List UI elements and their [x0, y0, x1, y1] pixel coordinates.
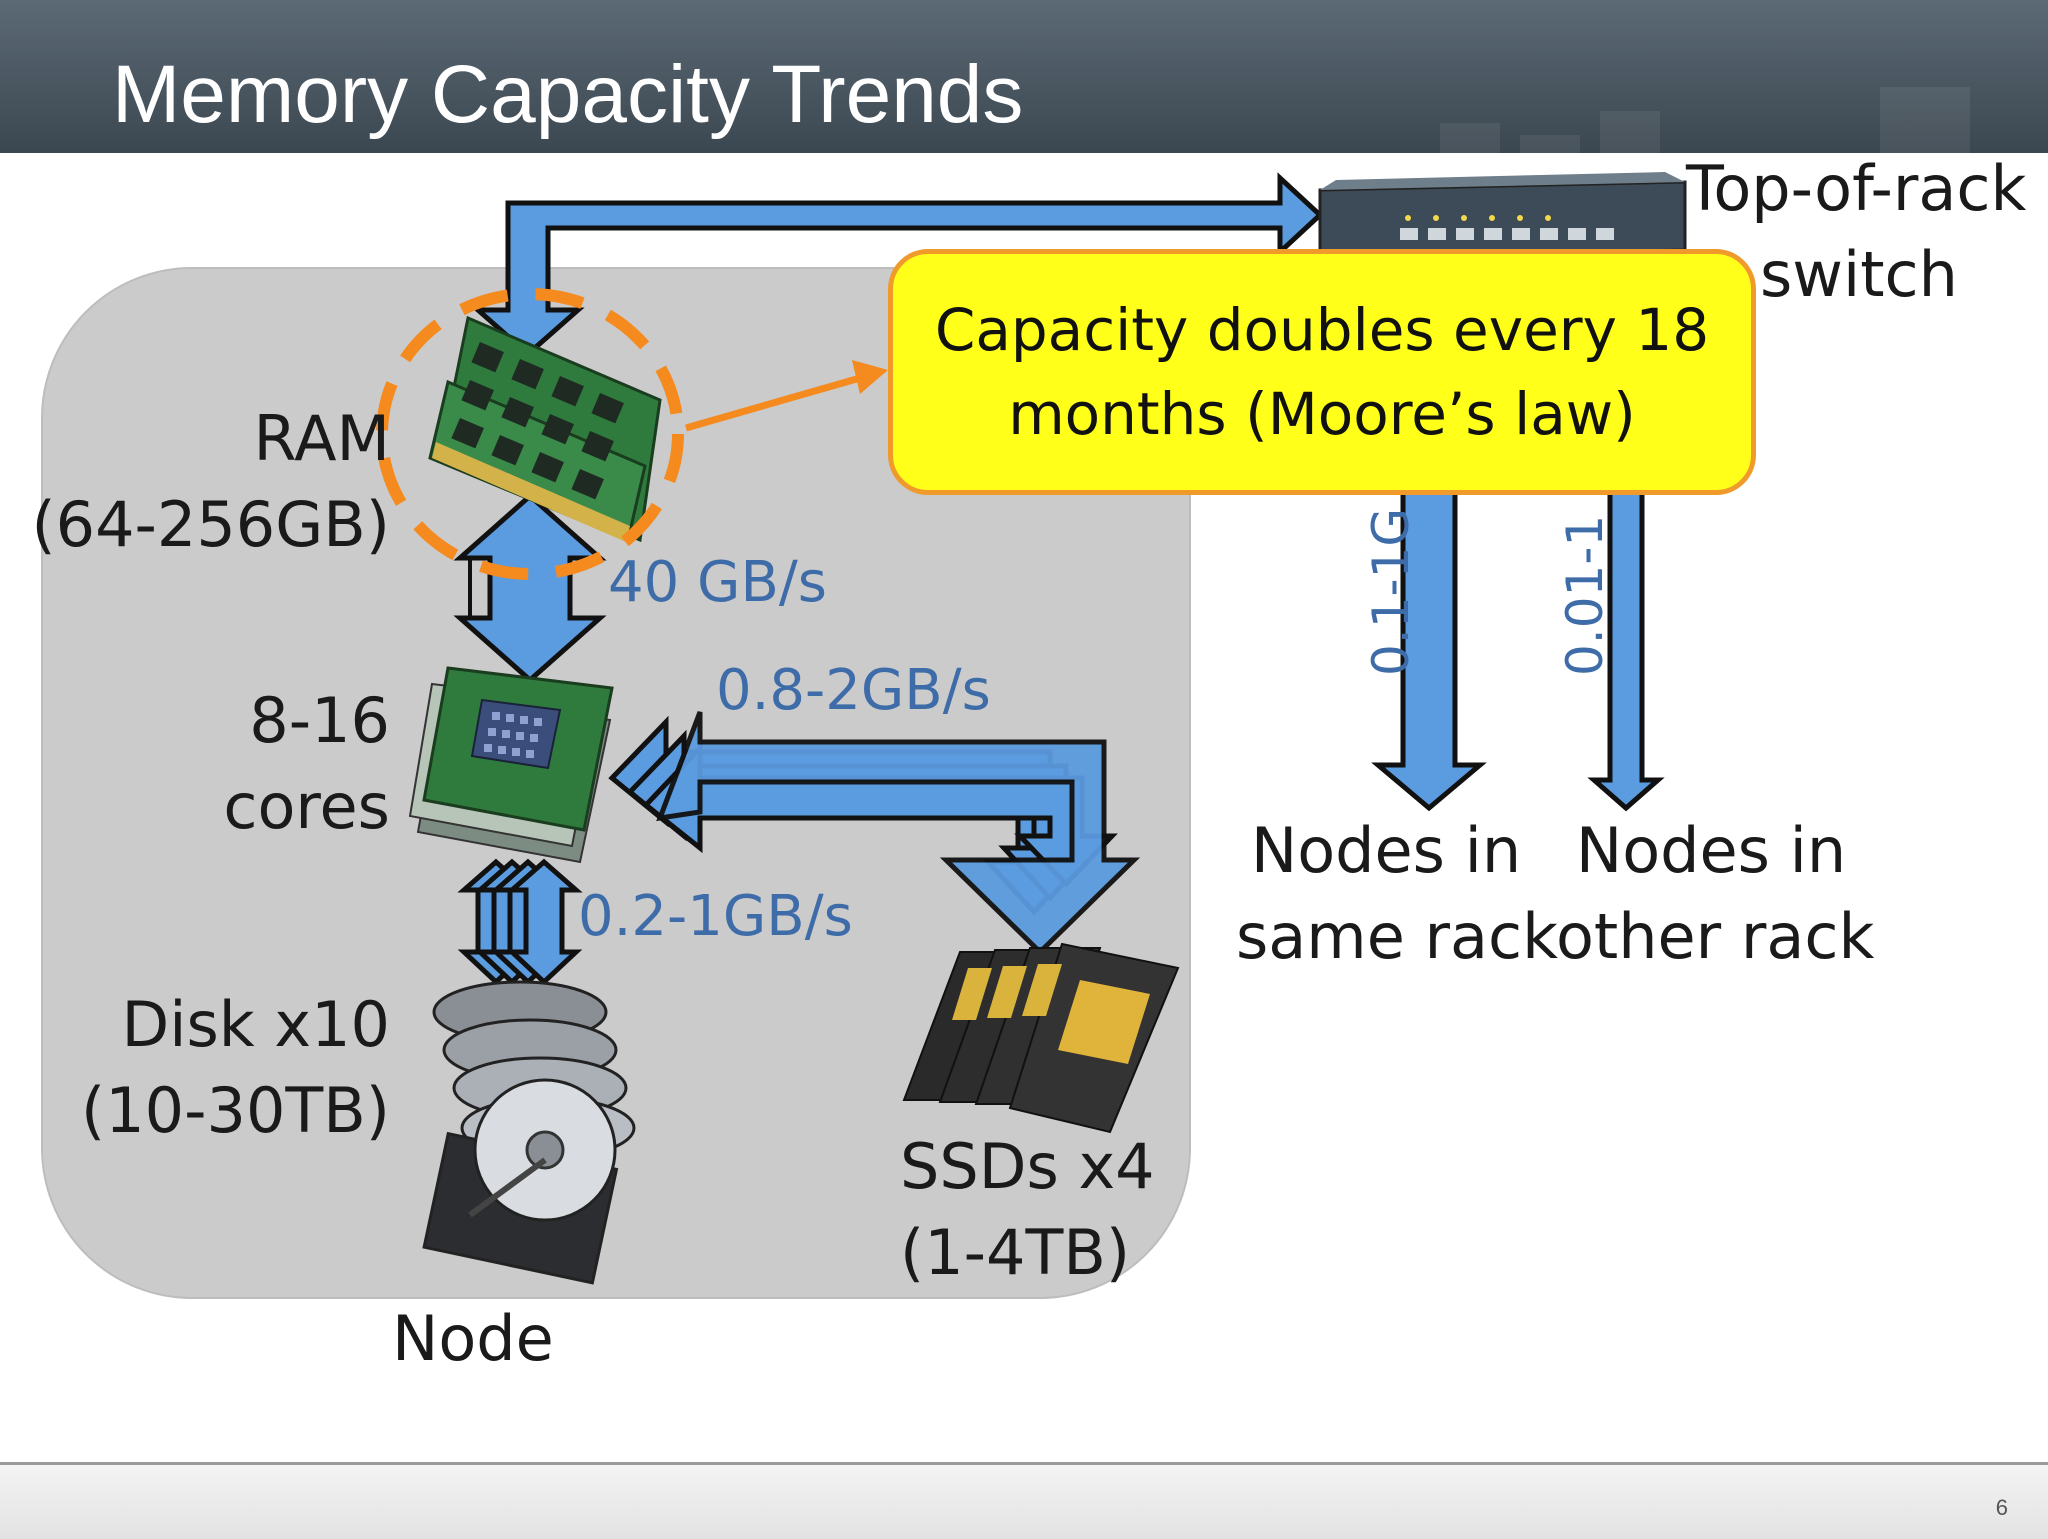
arrow-cpu-disk — [457, 858, 583, 986]
moores-law-callout: Capacity doubles every 18 months (Moore’… — [888, 249, 1756, 495]
bandwidth-same-rack: 0.1-1G — [1362, 507, 1420, 676]
disk-capacity: (10-30TB) — [81, 1074, 390, 1147]
ram-name: RAM — [253, 402, 390, 475]
same-rack-line2: same rack — [1236, 900, 1559, 973]
cpu-count: 8-16 — [249, 684, 390, 757]
slide-footer: 6 — [0, 1462, 2048, 1539]
same-rack-label: Nodes in same rack — [1236, 808, 1559, 980]
bandwidth-cpu-disk: 0.2-1GB/s — [578, 884, 853, 949]
arrow-ram-to-switch — [471, 172, 1324, 358]
callout-pointer — [685, 374, 861, 432]
slide-header — [0, 0, 2048, 153]
cpu-label: 8-16 cores — [223, 678, 390, 850]
callout-line2: months (Moore’s law) — [1008, 380, 1636, 448]
arrow-switch-to-other-rack — [1587, 477, 1665, 812]
bandwidth-ram-cpu: 40 GB/s — [608, 550, 827, 615]
other-rack-label: Nodes in other rack — [1556, 808, 1875, 980]
ram-image — [428, 315, 662, 543]
same-rack-line1: Nodes in — [1250, 814, 1522, 887]
ram-capacity: (64-256GB) — [31, 488, 390, 561]
ssd-capacity: (1-4TB) — [900, 1216, 1131, 1289]
slide-title: Memory Capacity Trends — [112, 49, 1024, 140]
disk-image — [422, 980, 636, 1285]
switch-label-line1: Top-of-rack — [1686, 152, 2027, 225]
page-number: 6 — [1995, 1495, 2008, 1520]
ram-highlight-ring — [376, 288, 684, 580]
other-rack-line1: Nodes in — [1575, 814, 1847, 887]
disk-label: Disk x10 (10-30TB) — [81, 982, 390, 1154]
cpu-cores: cores — [223, 770, 390, 843]
arrow-switch-to-same-rack — [1371, 477, 1487, 812]
bandwidth-cpu-ssd: 0.8-2GB/s — [716, 658, 991, 723]
ssd-image — [902, 942, 1180, 1134]
ssd-label: SSDs x4 (1-4TB) — [900, 1124, 1155, 1296]
ssd-name: SSDs x4 — [900, 1130, 1155, 1203]
switch-image — [1318, 172, 1687, 260]
disk-name: Disk x10 — [121, 988, 390, 1061]
bandwidth-other-rack: 0.01-1 — [1556, 514, 1614, 676]
callout-line1: Capacity doubles every 18 — [934, 296, 1710, 364]
switch-label: Top-of-rack switch — [1686, 146, 2026, 318]
switch-label-line2: switch — [1760, 238, 1958, 311]
node-label: Node — [392, 1302, 554, 1375]
other-rack-line2: other rack — [1556, 900, 1875, 973]
arrow-cpu-ssd — [608, 711, 1141, 956]
ram-label: RAM (64-256GB) — [31, 396, 390, 568]
cpu-image — [408, 666, 614, 864]
